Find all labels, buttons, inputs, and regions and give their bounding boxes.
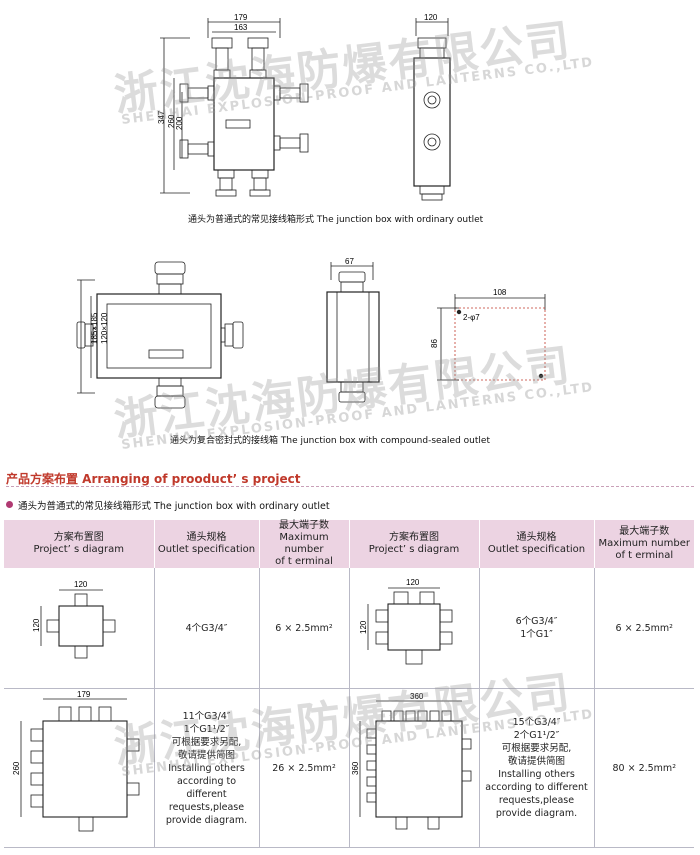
dim-h: 120 — [359, 620, 368, 634]
outlet-spec-cell: 11个G3/4″1个G1¹/2″ 可根据要求另配,敬请提供简图 Installi… — [154, 688, 260, 848]
dim-height-185: 185×185 — [90, 312, 99, 344]
dim-height-347: 347 — [157, 110, 166, 124]
dim-h: 120 — [32, 618, 41, 632]
terminal-cell: 6 × 2.5mm² — [594, 568, 694, 689]
diagram-7-outlet: 120 120 — [349, 568, 480, 689]
outlet-spec-cell: 4个G3/4″ — [154, 568, 260, 689]
dim-w: 360 — [410, 692, 424, 701]
dim-height-260: 260 — [167, 114, 176, 128]
dim-h: 360 — [352, 761, 360, 775]
compound-sealed-junction-box-drawing: 185×185 120×120 67 108 2-φ7 86 — [76, 258, 546, 409]
dim-hole-label: 2-φ7 — [463, 313, 480, 322]
dim-w: 120 — [406, 578, 420, 587]
dim-width-179: 179 — [234, 13, 248, 22]
dim-hole-86: 86 — [430, 339, 439, 348]
diagram-17-outlet: 360 360 — [349, 688, 480, 848]
outlet-spec-cell: 15个G3/4″2个G1¹/2″ 可根据要求另配,敬请提供简图 Installi… — [479, 688, 595, 848]
section-subtitle: 通头为普通式的常见接线箱形式 The junction box with ord… — [18, 501, 330, 512]
terminal-cell: 6 × 2.5mm² — [259, 568, 350, 689]
dim-side-120: 120 — [424, 13, 438, 22]
dim-height-120: 120×120 — [100, 312, 109, 344]
diagram-12-outlet: 179 260 — [4, 688, 155, 848]
dim-height-200: 200 — [175, 116, 184, 130]
dim-w: 120 — [74, 580, 88, 589]
table-row: 179 260 11个G3/4″1个G1¹/2″ 可根据要求另配,敬请提供简图 … — [4, 688, 694, 848]
ordinary-junction-box-drawing: 179 163 347 260 200 120 — [157, 13, 451, 201]
table-row: 120 120 4个G3/4″ 6 × 2.5mm² — [4, 568, 694, 689]
terminal-cell: 26 × 2.5mm² — [259, 688, 350, 848]
diagram-4-outlet: 120 120 — [4, 568, 155, 689]
dim-side-67: 67 — [345, 258, 354, 266]
terminal-cell: 80 × 2.5mm² — [594, 688, 694, 848]
dim-h: 260 — [12, 761, 21, 775]
dim-w: 179 — [77, 691, 91, 699]
outlet-spec-cell: 6个G3/4″1个G1″ — [479, 568, 595, 689]
bullet-icon — [6, 501, 13, 508]
section-subtitle-row: 通头为普通式的常见接线箱形式 The junction box with ord… — [6, 494, 330, 513]
dim-width-163: 163 — [234, 23, 248, 32]
compound-sealed-caption: 通头为复合密封式的接线箱 The junction box with compo… — [170, 436, 490, 446]
section-title: 产品方案布置 Arranging of prooduct’ s project — [6, 472, 301, 486]
section-divider — [6, 486, 694, 487]
dim-hole-108: 108 — [493, 288, 507, 297]
ordinary-outlet-caption: 通头为普通式的常见接线箱形式 The junction box with ord… — [188, 215, 484, 225]
